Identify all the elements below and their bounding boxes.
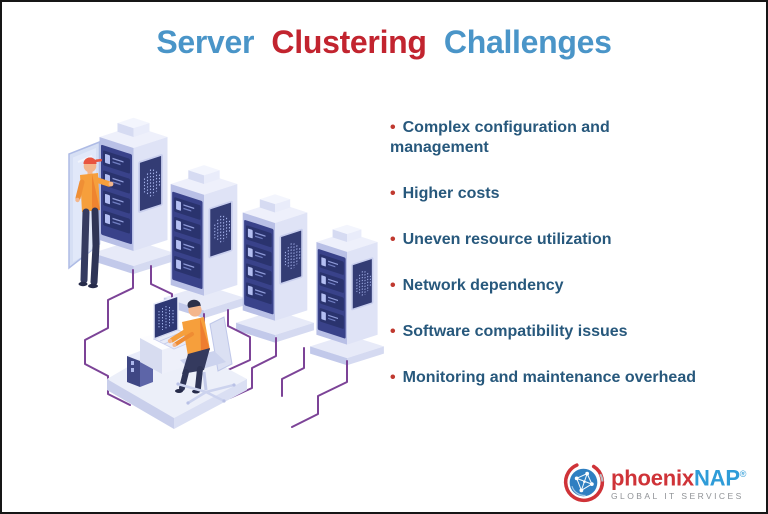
title-word-server: Server (156, 24, 255, 60)
brand-wordmark: phoenixNAP® (611, 463, 747, 491)
server-rack-4 (310, 225, 384, 366)
list-item: • Software compatibility issues (390, 322, 708, 342)
technician-standing (75, 157, 114, 289)
bullet-icon: • (390, 323, 396, 340)
brand-phoenix: phoenix (611, 465, 694, 491)
list-item-label: Higher costs (402, 185, 500, 202)
challenge-list: •Complex configuration and management •H… (390, 118, 708, 414)
server-rack-3 (236, 194, 314, 342)
list-item: •Complex configuration and management (390, 118, 708, 158)
globe-network-icon (563, 461, 605, 503)
page-title: Server Clustering Challenges (2, 24, 766, 61)
title-word-clustering: Clustering (271, 24, 427, 60)
title-word-challenges: Challenges (443, 24, 612, 60)
brand-tagline: GLOBAL IT SERVICES (611, 490, 744, 501)
bullet-icon: • (390, 231, 396, 248)
list-item-label: Uneven resource utilization (402, 231, 612, 248)
bullet-icon: • (390, 185, 396, 202)
server-rack-2 (164, 165, 244, 318)
bullet-icon: • (390, 119, 396, 136)
server-rack-1 (93, 118, 175, 274)
list-item: • Monitoring and maintenance overhead (390, 368, 708, 388)
server-clustering-illustration (68, 98, 402, 429)
list-item-label: Complex configuration and management (390, 119, 610, 156)
phoenixnap-logo: phoenixNAP® GLOBAL IT SERVICES (562, 460, 746, 504)
bullet-icon: • (390, 277, 396, 294)
brand-nap: NAP (693, 465, 740, 491)
technician-seated (167, 299, 210, 394)
bullet-icon: • (390, 369, 396, 386)
list-item-label: Network dependency (402, 277, 564, 294)
list-item: • Higher costs (390, 184, 708, 204)
list-item-label: Monitoring and maintenance overhead (402, 369, 696, 386)
logo-text: phoenixNAP® GLOBAL IT SERVICES (611, 463, 747, 501)
list-item-label: Software compatibility issues (402, 323, 628, 340)
chair-base (176, 371, 236, 405)
registered-mark: ® (739, 469, 747, 480)
list-item: • Network dependency (390, 276, 708, 296)
list-item: • Uneven resource utilization (390, 230, 708, 250)
